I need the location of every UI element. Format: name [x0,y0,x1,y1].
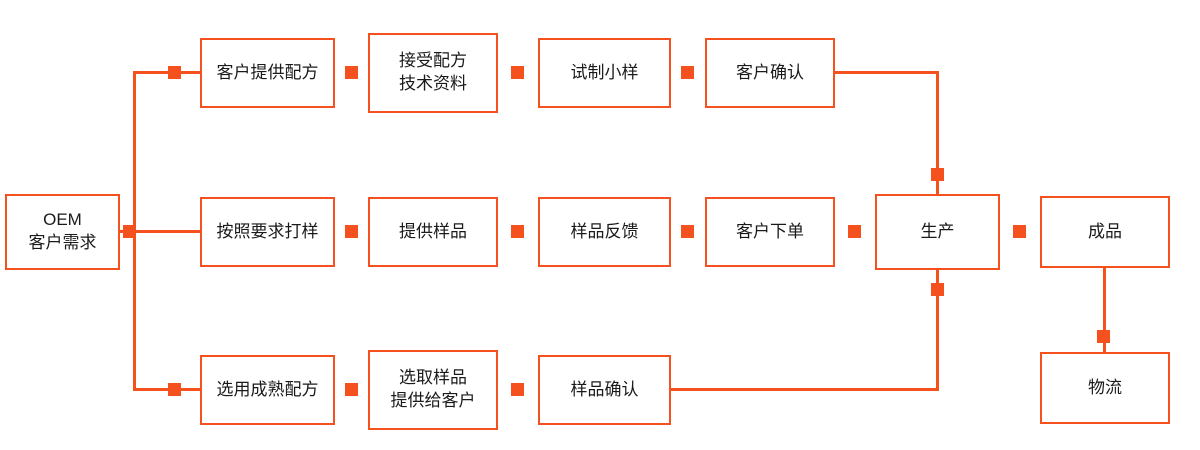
connector-square [123,225,136,238]
node-oem-customer-demand: OEM 客户需求 [5,194,120,270]
node-customer-confirmation: 客户确认 [705,38,835,108]
branch-top-line [133,71,200,74]
connector-line [671,388,939,391]
connector-square [345,225,358,238]
connector-square [681,66,694,79]
connector-square [511,66,524,79]
node-trial-small-sample: 试制小样 [538,38,671,108]
connector-square [931,168,944,181]
connector-line [936,270,939,391]
connector-square [168,66,181,79]
node-finished-product: 成品 [1040,196,1170,268]
node-customer-places-order: 客户下单 [705,197,835,267]
node-customer-provides-formula: 客户提供配方 [200,38,335,108]
branch-middle-line [120,230,200,233]
connector-square [681,225,694,238]
connector-square [511,225,524,238]
node-use-mature-formula: 选用成熟配方 [200,355,335,425]
node-production: 生产 [875,194,1000,270]
node-sample-confirmation: 样品确认 [538,355,671,425]
connector-line [936,71,939,194]
connector-line [835,71,939,74]
node-receive-formula-technical-data: 接受配方 技术资料 [368,33,498,113]
connector-square [511,383,524,396]
node-logistics: 物流 [1040,352,1170,424]
connector-square [1013,225,1026,238]
node-provide-sample: 提供样品 [368,197,498,267]
node-sample-feedback: 样品反馈 [538,197,671,267]
connector-square [345,383,358,396]
connector-square [1097,330,1110,343]
node-select-sample-provide-to-customer: 选取样品 提供给客户 [368,350,498,430]
node-sample-per-requirements: 按照要求打样 [200,197,335,267]
connector-square [168,383,181,396]
connector-square [931,283,944,296]
connector-square [345,66,358,79]
branch-bottom-line [133,388,200,391]
connector-line [1103,268,1106,352]
connector-square [848,225,861,238]
